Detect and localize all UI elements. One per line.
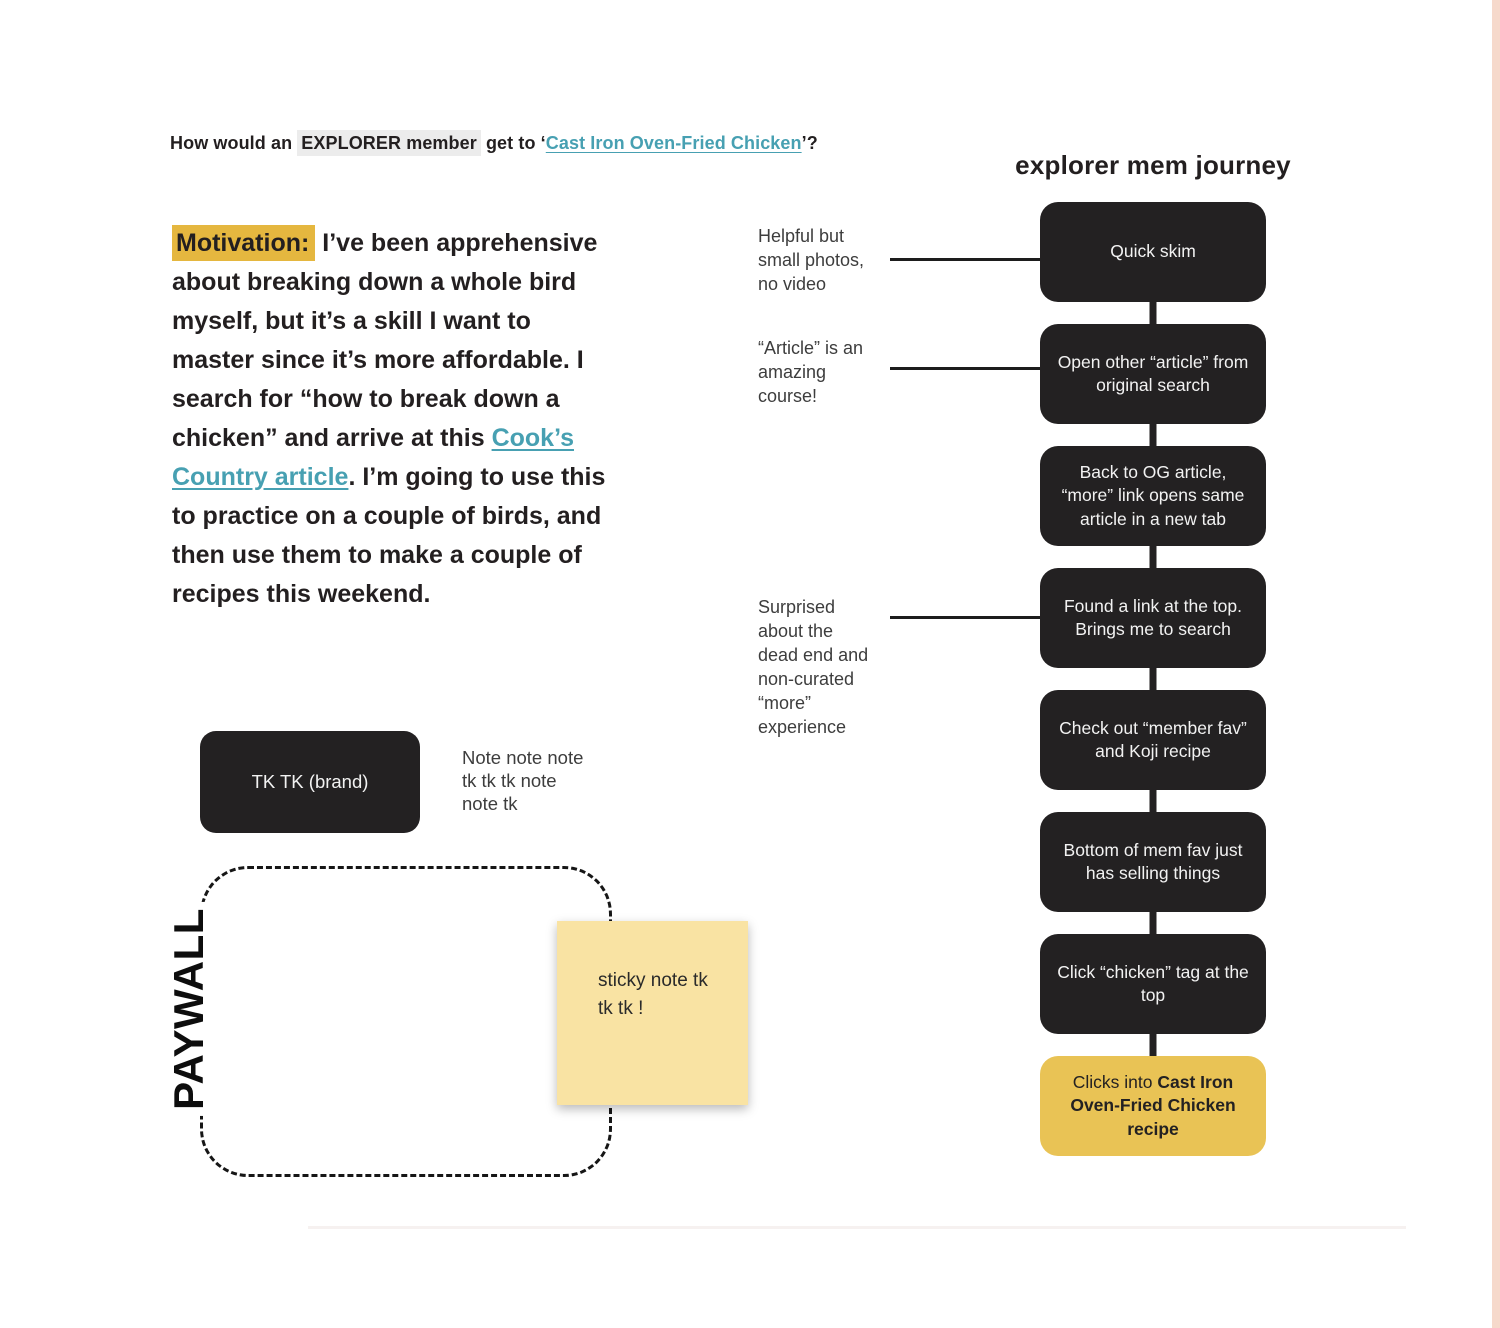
journey-step-label: Quick skim bbox=[1110, 241, 1196, 262]
journey-step-7[interactable]: Click “chicken” tag at the top bbox=[1040, 934, 1266, 1034]
annotation-helpful-small-photos: Helpful but small photos, no video bbox=[758, 226, 865, 294]
journey-step-label: Back to OG article, “more” link opens sa… bbox=[1061, 461, 1245, 529]
journey-step-4[interactable]: Found a link at the top. Brings me to se… bbox=[1040, 568, 1266, 668]
cast-iron-chicken-link[interactable]: Cast Iron Oven-Fried Chicken bbox=[545, 133, 802, 153]
cooks-country-article-link[interactable]: Cook’s Country article bbox=[172, 424, 574, 491]
sticky-note-text: sticky note tk tk tk ! bbox=[598, 970, 708, 1019]
question-middle: get to ‘ bbox=[480, 133, 546, 153]
sticky-note[interactable]: sticky note tk tk tk ! bbox=[557, 921, 748, 1105]
journey-step-8[interactable]: Clicks into Cast Iron Oven-Fried Chicken… bbox=[1040, 1056, 1266, 1156]
journey-spine-line bbox=[1149, 252, 1157, 1104]
motivation-paragraph: Motivation: I’ve been apprehensive about… bbox=[172, 224, 608, 614]
connector-line-quick-skim bbox=[890, 258, 1045, 261]
canvas-divider-line bbox=[308, 1226, 1406, 1229]
annotation-surprised-dead-end: Surprised about the dead end and non-cur… bbox=[758, 597, 869, 737]
question-text: How would an EXPLORER member get to ‘Cas… bbox=[170, 130, 818, 156]
journey-step-1[interactable]: Quick skim bbox=[1040, 202, 1266, 302]
journey-step-3[interactable]: Back to OG article, “more” link opens sa… bbox=[1040, 446, 1266, 546]
journey-step-2[interactable]: Open other “article” from original searc… bbox=[1040, 324, 1266, 424]
journey-step-label: Clicks into Cast Iron Oven-Fried Chicken… bbox=[1070, 1071, 1236, 1139]
motivation-label-highlight: Motivation: bbox=[172, 225, 316, 261]
question-prefix: How would an bbox=[170, 133, 298, 153]
journey-step-label: Check out “member fav” and Koji recipe bbox=[1059, 717, 1247, 762]
paywall-label: PAYWALL bbox=[163, 902, 215, 1116]
explorer-member-highlight: EXPLORER member bbox=[297, 130, 481, 156]
journey-title: explorer mem journey bbox=[1015, 150, 1291, 180]
question-suffix: ’? bbox=[801, 133, 818, 153]
brand-box[interactable]: TK TK (brand) bbox=[200, 731, 420, 833]
connector-line-open-article bbox=[890, 367, 1045, 370]
annotation-article-amazing-course: “Article” is an amazing course! bbox=[758, 338, 864, 406]
journey-step-label: Click “chicken” tag at the top bbox=[1057, 961, 1249, 1006]
paywall-zone bbox=[200, 866, 612, 1177]
journey-step-label: Open other “article” from original searc… bbox=[1057, 351, 1249, 396]
motivation-text-before-link: I’ve been apprehensive about breaking do… bbox=[172, 229, 598, 452]
journey-step-label: Found a link at the top. Brings me to se… bbox=[1063, 595, 1243, 640]
brand-note-text: Note note note tk tk tk note note tk bbox=[462, 747, 584, 814]
canvas-edge-pink-strip bbox=[1492, 0, 1500, 1328]
journey-step-label: Bottom of mem fav just has selling thing… bbox=[1063, 839, 1243, 884]
journey-step-6[interactable]: Bottom of mem fav just has selling thing… bbox=[1040, 812, 1266, 912]
journey-step-5[interactable]: Check out “member fav” and Koji recipe bbox=[1040, 690, 1266, 790]
motivation-text-after-link: . I’m going to use this to practice on a… bbox=[172, 463, 606, 608]
connector-line-found-link bbox=[890, 616, 1045, 619]
